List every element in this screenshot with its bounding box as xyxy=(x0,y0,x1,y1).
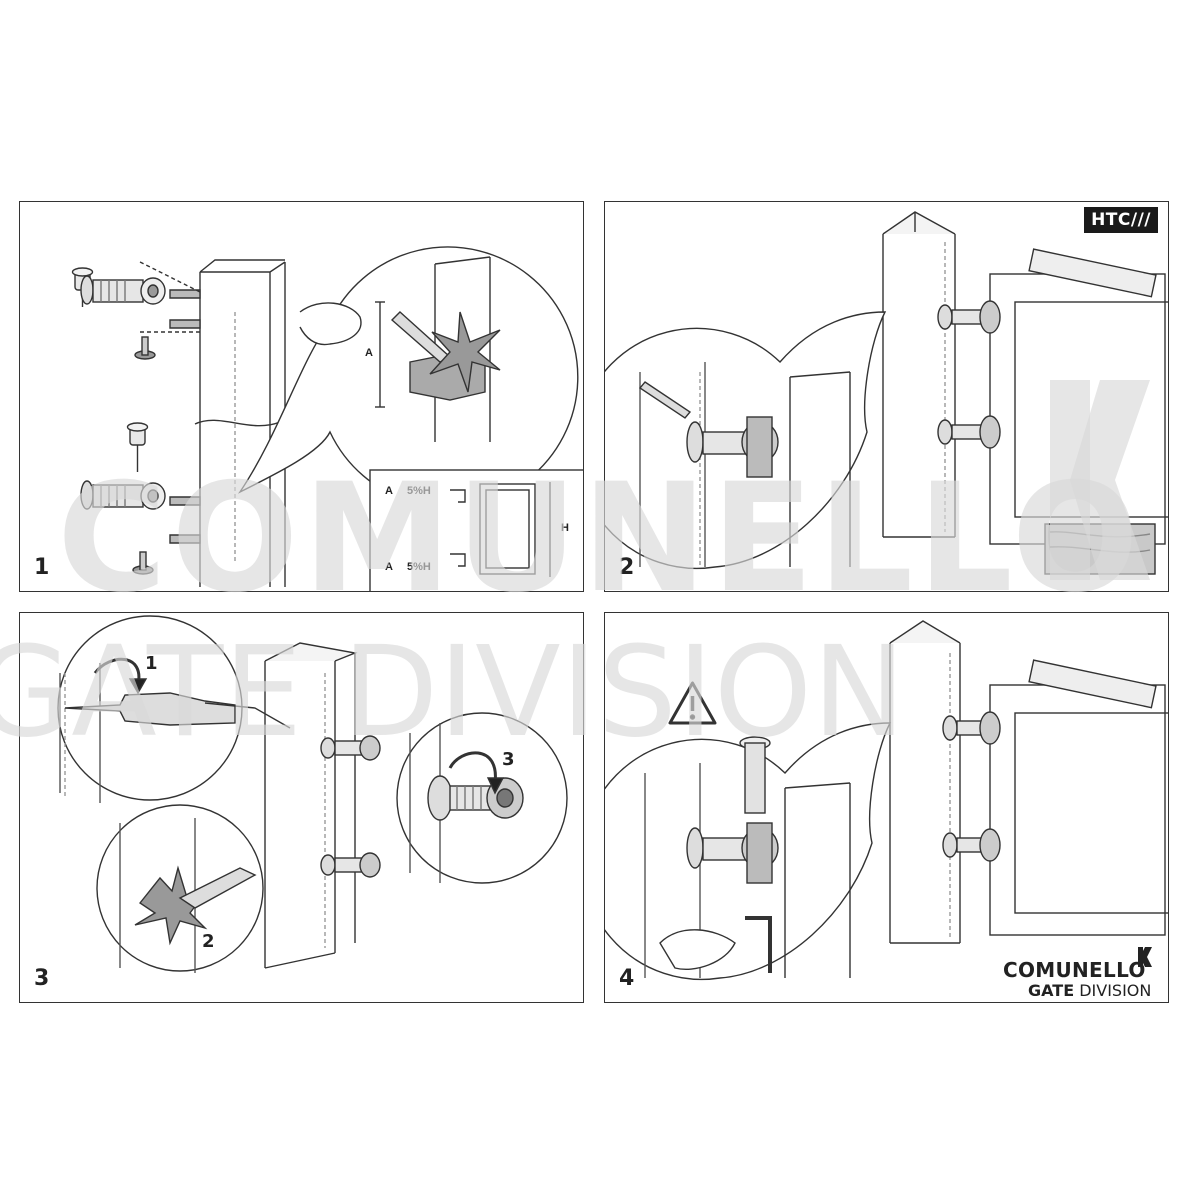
lower-hinge xyxy=(937,415,1001,449)
step-marker-1: 1 xyxy=(145,653,158,674)
spark-icon xyxy=(134,865,208,946)
spirit-level xyxy=(1028,659,1157,709)
panel-step-2: HTC/// 2 xyxy=(604,201,1169,592)
htc-badge: HTC/// xyxy=(1084,207,1158,233)
drill-icon xyxy=(64,692,236,726)
brand-logo-icon xyxy=(1138,947,1152,967)
upper-hinge-eye xyxy=(80,275,166,305)
gate-frame xyxy=(989,273,1168,545)
brand-division-word: DIVISION xyxy=(1079,981,1152,1000)
upper-hinge xyxy=(937,300,1001,334)
spark-icon xyxy=(429,311,501,393)
table-pct-label: 5%H xyxy=(407,561,431,573)
panel-4-illustration xyxy=(605,620,1168,981)
step-marker-2: 2 xyxy=(202,931,215,952)
lower-hinge xyxy=(942,828,1001,862)
hand-outline xyxy=(659,929,736,970)
glue-nozzle xyxy=(178,867,257,909)
upper-screw xyxy=(134,336,156,360)
gate-frame xyxy=(989,684,1168,936)
gate-post xyxy=(264,642,358,969)
step-number: 1 xyxy=(34,555,50,580)
pin-bolt xyxy=(739,736,771,814)
table-pct-label: 5%H xyxy=(407,485,431,497)
brand-gate-word: GATE xyxy=(1028,981,1075,1000)
panel-step-1: 1 A A 5%H A 5%H H xyxy=(19,201,584,592)
step-number: 2 xyxy=(619,555,635,580)
zoom-hinge-eye xyxy=(686,416,779,478)
gate-post xyxy=(889,620,961,944)
rotate-arrow-icon xyxy=(448,751,497,784)
upper-hinge-eye xyxy=(320,735,381,761)
zoom-callout xyxy=(237,246,579,508)
rotate-arrow-icon xyxy=(93,657,141,686)
lower-hinge-eye xyxy=(80,480,166,510)
dimension-a-label: A xyxy=(365,347,373,359)
gate-post xyxy=(882,211,956,538)
upper-hinge xyxy=(942,711,1001,745)
upper-bracket xyxy=(169,289,201,329)
panel-1-illustration xyxy=(71,246,583,591)
lower-bolt xyxy=(126,422,149,472)
spirit-level xyxy=(1028,248,1157,298)
step-number: 3 xyxy=(34,966,50,991)
panel-2-illustration xyxy=(605,211,1168,575)
panel-step-4: 4 COMUNELLO GATE DIVISION xyxy=(604,612,1169,1003)
lower-screw xyxy=(132,551,154,575)
step-number: 4 xyxy=(619,966,635,991)
marker-pen xyxy=(638,381,692,419)
table-a-label: A xyxy=(385,485,393,497)
table-a-label: A xyxy=(385,561,393,573)
height-label: H xyxy=(561,522,569,534)
zoom-hinge-eye xyxy=(686,822,779,884)
brand-logo-tagline: GATE DIVISION xyxy=(1028,981,1151,1000)
panel-3-illustration xyxy=(57,615,568,973)
allen-key-icon xyxy=(745,916,772,973)
warning-icon xyxy=(668,681,717,725)
lower-hinge-eye xyxy=(320,852,381,878)
step-marker-3: 3 xyxy=(502,749,515,770)
brand-logo-name: COMUNELLO xyxy=(1003,958,1146,982)
lower-bracket xyxy=(169,496,201,544)
panel-step-3: 1 2 3 3 xyxy=(19,612,584,1003)
